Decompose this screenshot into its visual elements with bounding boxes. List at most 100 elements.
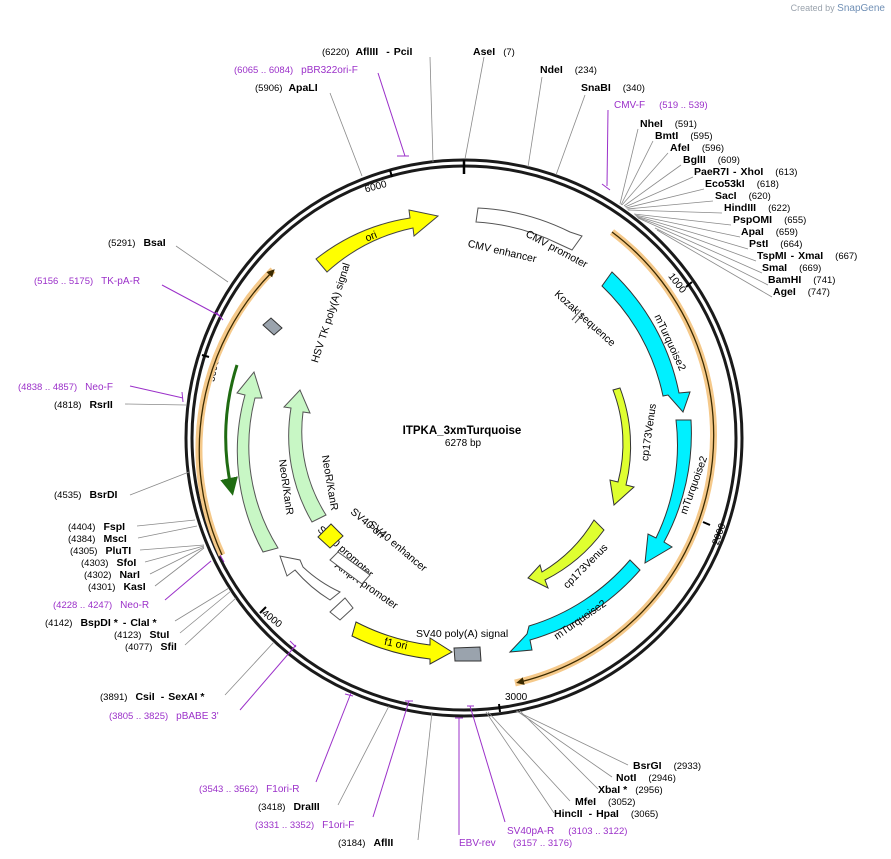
primer-pbr322ori-f: pBR322ori-F bbox=[301, 65, 358, 76]
feature-label-sv40-polya: SV40 poly(A) signal bbox=[416, 628, 508, 640]
primer-neo-f: Neo-F bbox=[85, 382, 113, 393]
enzyme-lines-bottom-right bbox=[485, 709, 629, 814]
svg-text:MfeI(3052): MfeI(3052) bbox=[575, 796, 635, 808]
enzyme-bsai: BsaI bbox=[143, 237, 165, 249]
feature-cp173venus-1 bbox=[609, 387, 636, 506]
enzyme-clai: ClaI * bbox=[130, 617, 157, 629]
svg-text:ApaI(659): ApaI(659) bbox=[741, 226, 798, 238]
enzyme-smai: SmaI bbox=[762, 262, 787, 274]
svg-text:(5291)BsaI: (5291)BsaI bbox=[108, 237, 166, 249]
tick-label-3000: 3000 bbox=[505, 692, 528, 703]
svg-text:AfeI(596): AfeI(596) bbox=[670, 142, 724, 154]
feature-label-f1-ori: f1 ori bbox=[383, 636, 408, 653]
primer-pbabe-3: pBABE 3' bbox=[176, 711, 219, 722]
enzyme-xbai: XbaI * bbox=[598, 784, 628, 796]
enzyme-hpai: HpaI bbox=[596, 808, 619, 820]
enzyme-hincii: HincII bbox=[554, 808, 583, 820]
tick-label-6000: 6000 bbox=[364, 179, 389, 195]
enzyme-afliii: AflIII bbox=[355, 46, 378, 58]
enzyme-labels-left: (6220)AflIII-PciI (5906)ApaLI (5291)BsaI… bbox=[45, 46, 412, 849]
orf-arc-green bbox=[220, 364, 239, 496]
svg-text:(3184)AflII: (3184)AflII bbox=[338, 837, 393, 849]
svg-text:(4123)StuI: (4123)StuI bbox=[114, 629, 169, 641]
enzyme-tspmi: TspMI bbox=[757, 250, 787, 262]
svg-text:(4404)FspI: (4404)FspI bbox=[68, 521, 125, 533]
primer-cmv-f: CMV-F bbox=[614, 100, 645, 111]
feature-sv40-polya-box bbox=[453, 646, 482, 662]
feature-label-cp173venus-1: cp173Venus bbox=[639, 403, 659, 462]
plasmid-name: ITPKA_3xmTurquoise bbox=[403, 425, 522, 437]
enzyme-noti: NotI bbox=[616, 772, 636, 784]
enzyme-mfei: MfeI bbox=[575, 796, 596, 808]
primer-lines bbox=[129, 72, 611, 835]
feature-sv40-promoter bbox=[279, 555, 341, 601]
svg-text:BmtI(595): BmtI(595) bbox=[655, 130, 713, 142]
scale-ticks bbox=[201, 169, 711, 713]
kozak-mark-2 bbox=[574, 312, 585, 324]
feature-f1-ori bbox=[351, 621, 453, 665]
svg-text:(6065 .. 6084)pBR322ori-F: (6065 .. 6084)pBR322ori-F bbox=[234, 65, 358, 76]
enzyme-psti: PstI bbox=[749, 238, 768, 250]
feature-mturquoise2-2 bbox=[644, 419, 692, 564]
enzyme-agei: AgeI bbox=[773, 286, 796, 298]
feature-ori bbox=[315, 209, 440, 273]
feature-ampr-promoter bbox=[329, 597, 354, 621]
enzyme-nhei: NheI bbox=[640, 118, 663, 130]
feature-label-ori: ori bbox=[363, 229, 378, 244]
snapgene-credit: Created by SnapGene bbox=[791, 3, 885, 14]
svg-text:(3331 .. 3352)F1ori-F: (3331 .. 3352)F1ori-F bbox=[255, 820, 354, 831]
svg-text:NdeI(234): NdeI(234) bbox=[540, 64, 597, 76]
enzyme-pcii: PciI bbox=[394, 46, 413, 58]
enzyme-lines-left bbox=[124, 56, 434, 841]
svg-text:(4142)BspDI *-ClaI *: (4142)BspDI *-ClaI * bbox=[45, 617, 157, 629]
svg-text:(3543 .. 3562)F1ori-R: (3543 .. 3562)F1ori-R bbox=[199, 784, 300, 795]
enzyme-bsrdi: BsrDI bbox=[89, 489, 117, 501]
svg-text:(3891)CsiI-SexAI *: (3891)CsiI-SexAI * bbox=[100, 691, 205, 703]
credit-prefix: Created by bbox=[790, 3, 835, 13]
enzyme-bmti: BmtI bbox=[655, 130, 678, 142]
svg-text:PstI(664): PstI(664) bbox=[749, 238, 802, 250]
svg-text:(4302)NarI: (4302)NarI bbox=[84, 569, 140, 581]
svg-text:(4838 .. 4857)Neo-F: (4838 .. 4857)Neo-F bbox=[18, 382, 113, 393]
orf-arc-main-arrow bbox=[516, 231, 715, 685]
svg-text:(4384)MscI: (4384)MscI bbox=[68, 533, 127, 545]
enzyme-xhoi: XhoI bbox=[741, 166, 764, 178]
primer-f1ori-f: F1ori-F bbox=[322, 820, 354, 831]
enzyme-kasi: KasI bbox=[123, 581, 145, 593]
svg-text:HincII-HpaI(3065): HincII-HpaI(3065) bbox=[554, 808, 658, 820]
feature-label-neokan-inner: NeoR/KanR bbox=[319, 454, 341, 512]
svg-text:(3418)DraIII: (3418)DraIII bbox=[258, 801, 320, 813]
feature-label-cmv-enhancer: CMV enhancer bbox=[467, 238, 538, 266]
primer-sv40pa-r: SV40pA-R bbox=[507, 826, 554, 837]
feature-sv40-enhancer bbox=[329, 551, 371, 585]
svg-text:(4818)RsrII: (4818)RsrII bbox=[54, 399, 113, 411]
enzyme-apali: ApaLI bbox=[288, 82, 317, 94]
svg-text:SnaBI(340): SnaBI(340) bbox=[581, 82, 645, 94]
feature-label-sv40-enhancer: SV40 enhancer bbox=[366, 519, 430, 575]
svg-text:Eco53kI(618): Eco53kI(618) bbox=[705, 178, 779, 190]
enzyme-labels-bottom-right: BsrGI(2933) NotI(2946) XbaI *(2956) MfeI… bbox=[554, 760, 701, 820]
enzyme-draiii: DraIII bbox=[293, 801, 319, 813]
svg-text:AgeI(747): AgeI(747) bbox=[773, 286, 830, 298]
svg-text:AseI(7): AseI(7) bbox=[473, 46, 515, 58]
svg-text:SV40pA-R(3103 .. 3122): SV40pA-R(3103 .. 3122) bbox=[507, 826, 627, 837]
enzyme-bglii: BglII bbox=[683, 154, 706, 166]
svg-text:PspOMI(655): PspOMI(655) bbox=[733, 214, 806, 226]
enzyme-eco53ki: Eco53kI bbox=[705, 178, 745, 190]
svg-text:CMV-F(519 .. 539): CMV-F(519 .. 539) bbox=[614, 100, 708, 111]
primer-f1ori-r: F1ori-R bbox=[266, 784, 299, 795]
enzyme-bsrgi: BsrGI bbox=[633, 760, 662, 772]
svg-text:(4228 .. 4247)Neo-R: (4228 .. 4247)Neo-R bbox=[53, 600, 149, 611]
snapgene-logo-text: SnapGene bbox=[837, 3, 885, 14]
enzyme-pspomi: PspOMI bbox=[733, 214, 772, 226]
svg-text:BglII(609): BglII(609) bbox=[683, 154, 740, 166]
enzyme-aflii: AflII bbox=[373, 837, 393, 849]
enzyme-afei: AfeI bbox=[670, 142, 690, 154]
orf-arc-neo-arrow bbox=[198, 269, 275, 556]
enzyme-msci: MscI bbox=[103, 533, 126, 545]
enzyme-labels-right-top: AseI(7) NdeI(234) SnaBI(340) NheI(591) B… bbox=[473, 46, 857, 298]
svg-text:NheI(591): NheI(591) bbox=[640, 118, 697, 130]
svg-text:(4077)SfiI: (4077)SfiI bbox=[125, 641, 177, 653]
svg-text:(5906)ApaLI: (5906)ApaLI bbox=[255, 82, 318, 94]
enzyme-nari: NarI bbox=[119, 569, 140, 581]
